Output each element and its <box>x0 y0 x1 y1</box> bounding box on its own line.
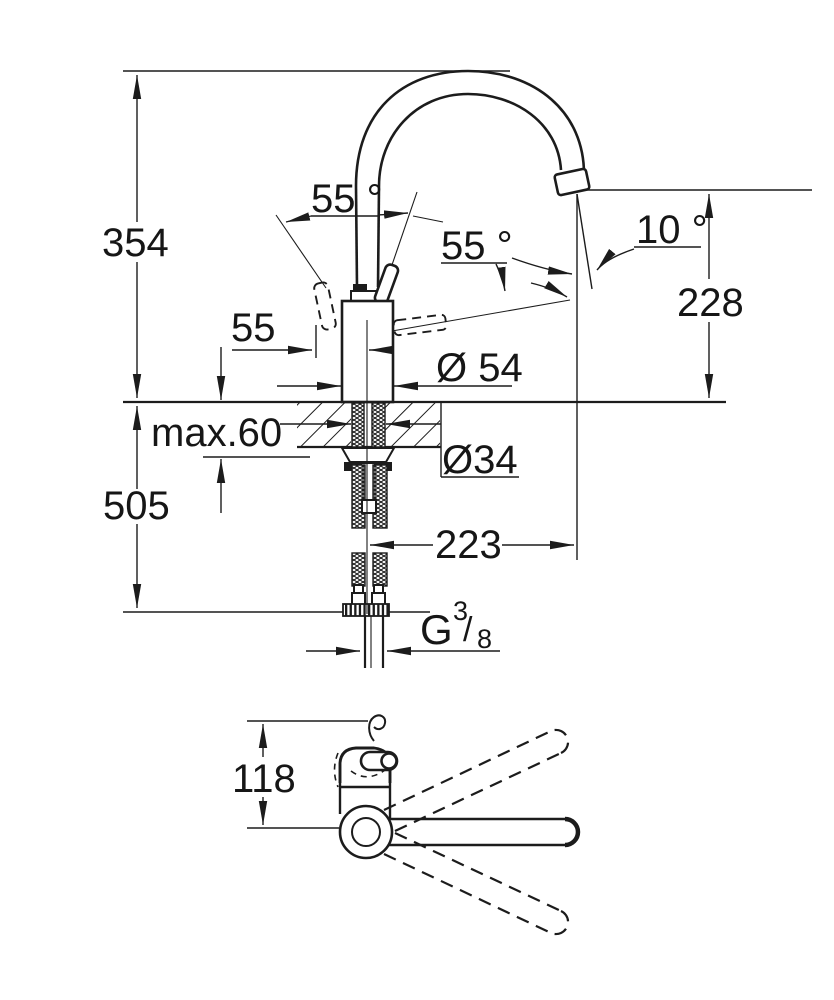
thread-g: G <box>420 606 453 653</box>
spout-inner-arc <box>377 92 563 187</box>
mounting-and-hoses <box>340 320 396 668</box>
dim-118-label: 118 <box>232 757 296 801</box>
spout-aerator <box>553 167 591 197</box>
dim-55-label: 55 <box>231 306 276 350</box>
dim-55deg-right-label: 55 ° <box>441 224 513 268</box>
dimension-lines <box>132 75 714 656</box>
hose-connector-nuts <box>342 603 390 617</box>
dim-dia54-label: Ø 54 <box>436 346 523 390</box>
lever-ghost-right <box>392 313 448 337</box>
dim-354-label: 354 <box>102 221 169 265</box>
lever-knob <box>380 752 398 770</box>
dim-228-label: 228 <box>677 281 744 325</box>
dim-10deg-label: 10 ° <box>636 208 708 252</box>
lever-ghost-left <box>313 281 337 331</box>
dim-223-label: 223 <box>435 523 502 567</box>
threaded-shank-right <box>371 402 386 448</box>
lever-tip-hook <box>368 714 387 742</box>
thread-numerator: 3 <box>453 596 468 626</box>
dim-505-label: 505 <box>103 484 170 528</box>
pullout-hose-end <box>361 499 377 514</box>
top-view: 118 <box>232 714 581 936</box>
spout-outer-arc <box>354 69 586 187</box>
angle-annotations <box>285 210 701 298</box>
spout-swivel-ghost-lower <box>383 832 570 936</box>
thread-denominator: 8 <box>477 624 492 654</box>
reference-lines <box>123 70 812 613</box>
dim-dia34-label: Ø34 <box>442 438 518 482</box>
dim-max60-label: max.60 <box>151 411 282 455</box>
base-and-handle-top-view <box>333 714 399 860</box>
top-view-dimension <box>247 720 368 829</box>
cap-detail <box>353 284 367 291</box>
threaded-shank-left <box>351 402 365 448</box>
dim-55deg-left-label: 55 ° <box>311 177 383 221</box>
spout-swivel-ghost-upper <box>383 728 570 832</box>
side-view: 354 505 max.60 55 55 ° 55 ° 10 ° 228 Ø 5… <box>102 69 812 668</box>
mounting-washer <box>340 447 396 463</box>
thread-slash: / <box>463 611 473 649</box>
spout-top-view <box>388 816 581 848</box>
dim-thread-label: G 3 / 8 <box>420 596 492 654</box>
spout-column-circle <box>351 817 381 847</box>
spout-end-cap <box>564 816 581 848</box>
